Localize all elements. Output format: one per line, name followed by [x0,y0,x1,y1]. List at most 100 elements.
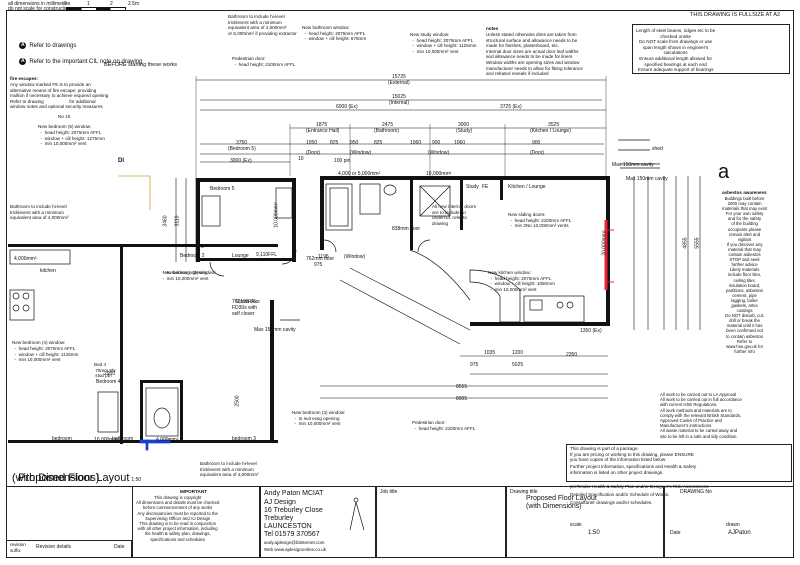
dim-3000: 3000 [458,122,470,128]
dim-bottom-4000: 4,000mm² [156,437,179,443]
dim-900a: 900 [432,140,441,146]
label-ffl-1: 9,110FFL [256,252,278,258]
bed4-window-title: New bedroom (4) window: [12,340,66,345]
scale-bar-3: 2.5m [128,1,140,7]
revision-suffix-label: revision suffix [10,542,26,553]
room-bedroom-4: Bedroom 4 [96,379,121,385]
label-762-door: 762mm door [306,256,335,262]
dim-825b: 825 [374,140,383,146]
further-note: Further project information, specificati… [570,464,697,475]
refer-cil-label: Refer to the important CIL note on drawi… [29,59,143,66]
label-5025: 5025 [512,362,524,368]
label-8905: 8905 [456,396,468,402]
label-cavity-3: Max 150mm cavity [254,327,296,333]
fullsize-note: THIS DRAWING IS FULLSIZE AT A2 [690,12,781,18]
bathroom-window-note: New bathroom window: - head height: 2075… [302,25,367,42]
bed5-window-body: - head height: 2075mm AFFL - window + ci… [40,130,105,147]
pedestrian-door-top-note: Pedestrian door: - head height: 2100mm A… [232,56,296,67]
dim-825a: 825 [330,140,339,146]
dim-kitchen-lounge: (Kitchen / Lounge) [530,128,571,134]
kitchen-window-note: New kitchen window: - head height: 2075m… [488,270,555,292]
dim-6000: 6000 (Ex) [336,104,358,110]
bed4-partition-note: Bed 4 75mm 9hr stud ptn [94,362,116,379]
dim-door-2: (Door) [530,150,545,156]
date-label-1: Date [114,544,125,550]
bed5-window-title: New bedroom (5) window: [38,124,92,129]
date-label-2: Date [670,530,681,536]
title-main: Proposed Floor Layout [18,472,130,484]
label-shed: shed [652,146,663,152]
bed2-window-body: - to suit exsg opening - min 10,000mm² v… [162,270,209,281]
label-fe-2: FE [482,184,489,190]
room-bedroom-5: Bedroom 5 [210,186,235,192]
dim-15725: 15725 [392,74,406,80]
dim-bathroom: (Bathroom) [374,128,400,134]
label-8555: 8555 [456,384,468,390]
spec-note: Detailed Specification and/or Schedule o… [570,492,670,497]
title-scale: 1:50 [131,477,142,483]
label-fe-1: FE [198,244,205,250]
scale-bar [66,7,126,11]
room-bathroom-b: bathroom [112,436,134,442]
house-number: No 16 [58,114,71,119]
sliding-doors-note: New sliding doors: - head height: 2100mm… [508,212,572,229]
dim-10: 10 [298,156,304,162]
bathroom-bottom-note: Bathroom to include hi-level tricklevent… [200,461,259,478]
dim-15025: 15025 [392,94,406,100]
drawing-title-value: Proposed Floor Layout (with Dimensions) [526,495,597,510]
dim-1060b: 1060 [454,140,466,146]
room-bedroom-3: bedroom 3 [232,436,256,442]
bathroom-left-note: Bathroom to include hi-level tricklevent… [10,204,69,221]
dim-3000ex: 3000 (Ex) [230,158,252,164]
drawn-label: drawn [726,522,740,528]
telephone: Tel 01579 370567 [264,531,320,538]
internal-doors-note: All new internal doors are to include an… [432,204,476,226]
room-kitchen: kitchen [40,268,56,274]
pedestrian-door-bottom-note: Pedestrian door: - head height: 2100mm A… [412,420,476,431]
di-tag: DI [118,158,124,164]
important-title: IMPORTANT [180,489,207,494]
notes-title: notes [486,26,499,31]
package-box [566,444,792,482]
dim-left-4000: 4,000mm² [14,256,37,262]
important-body: This drawing is copyright All dimensions… [136,495,220,542]
room-kitchen-lounge: Kitchen / Lounge [508,184,546,190]
scale-bar-0: 0 [64,1,67,7]
scale-label: scale [570,522,582,528]
room-bedroom-tl: bedroom [52,436,72,442]
circle-a-icon: A [19,42,27,49]
dim-1875: 1875 [316,122,328,128]
scale-bar-1: 1 [87,1,90,7]
dim-4000-5000: 4,000 or 5,000mm² [338,171,381,177]
designer-box [260,486,376,558]
dim-950: 950 [350,140,359,146]
dim-bottom-10000: 10,000mm² [94,437,120,443]
label-2350: 2350 [566,352,578,358]
drawing-no-label: DRAWING No [680,489,712,495]
circle-a-icon: A [19,58,27,65]
dim-3725: 3725 (Ex) [500,104,522,110]
scale-bar-2: 2 [110,1,113,7]
steel-beams-note: Length of steel beams, ridges etc to be … [636,28,716,73]
dim-1060a: 1060 [410,140,422,146]
study-window-note: New study window: - head height: 2075mm … [410,32,477,54]
label-762-fd30: 762mm door FD30s with self closer [232,299,261,317]
room-lounge: Lounge [232,253,249,259]
job-box [376,486,506,558]
bed2-window-title: New bedroom (2) window: [162,269,216,275]
bathroom-top-note: Bathroom to include hi-level tricklevent… [228,14,297,36]
dim-100pin: 100 pin [334,158,351,164]
label-ffl-2: 9,110FFL [236,299,258,305]
label-1195: (Window) [344,254,366,260]
notes-body: Unless stated otherwise dims are taken f… [486,32,583,77]
dim-2475: 2475 [382,122,394,128]
dim-internal-1: (Internal) [389,100,410,106]
label-838-door: 838mm door [392,226,421,232]
dim-2950: 2950 [104,371,116,377]
room-study: Study [466,184,479,190]
scale-value: 1:50 [588,530,600,536]
